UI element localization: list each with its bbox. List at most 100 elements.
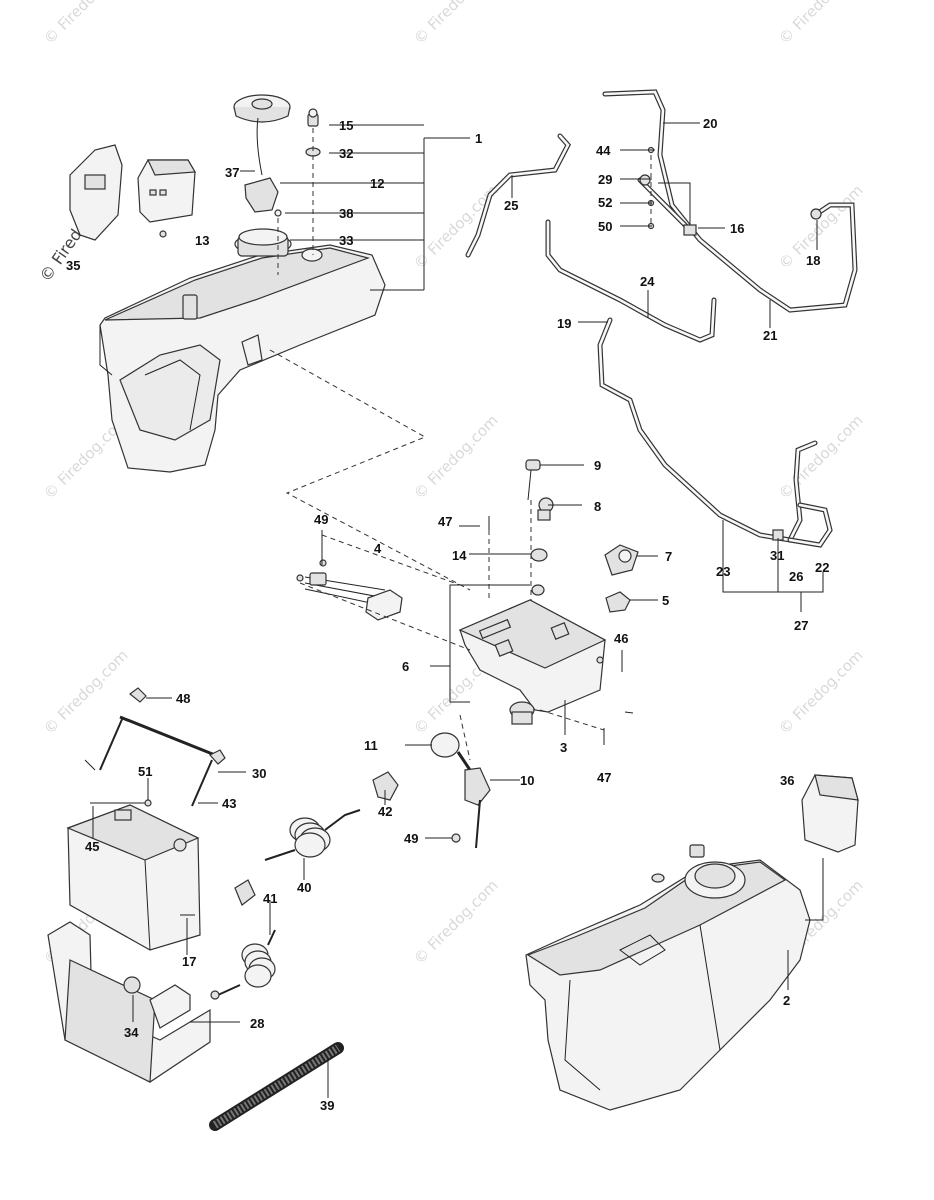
callout-43: 43 <box>222 796 236 811</box>
callout-11: 11 <box>364 738 378 753</box>
wire-loom <box>209 1042 344 1131</box>
callout-16: 16 <box>730 221 744 236</box>
callout-10: 10 <box>520 773 534 788</box>
throttle-lever <box>430 732 491 849</box>
callout-33: 33 <box>339 233 353 248</box>
callout-45: 45 <box>85 839 99 854</box>
callout-14: 14 <box>452 548 467 563</box>
callout-17: 17 <box>182 954 196 969</box>
callout-37: 37 <box>225 165 239 180</box>
callout-9: 9 <box>594 458 601 473</box>
callout-47b: 47 <box>597 770 611 785</box>
fuel-cap <box>233 94 291 123</box>
bushing <box>530 548 548 562</box>
callout-1: 1 <box>475 131 482 146</box>
wiring-harness <box>296 559 403 621</box>
watermark-text: © Firedog.com <box>40 0 132 48</box>
callout-23: 23 <box>716 564 730 579</box>
ignition-key <box>525 459 541 501</box>
bolts <box>488 516 634 745</box>
terminal-boot <box>372 771 399 801</box>
callout-39: 39 <box>320 1098 334 1113</box>
fuel-strainer <box>244 177 279 213</box>
callout-41: 41 <box>263 891 277 906</box>
callout-35: 35 <box>66 258 80 273</box>
callout-50: 50 <box>598 219 612 234</box>
callout-20: 20 <box>703 116 717 131</box>
callout-4: 4 <box>374 541 382 556</box>
callout-12: 12 <box>370 176 384 191</box>
callout-24: 24 <box>640 274 655 289</box>
hose-25 <box>465 133 572 258</box>
callout-21: 21 <box>763 328 777 343</box>
callout-8: 8 <box>594 499 601 514</box>
fuel-gauge <box>307 108 319 127</box>
battery-hold-down <box>84 687 226 807</box>
callout-51: 51 <box>138 764 152 779</box>
callout-46: 46 <box>614 631 628 646</box>
callout-26: 26 <box>789 569 803 584</box>
screw <box>159 230 167 238</box>
callout-49a: 49 <box>314 512 328 527</box>
control-plate <box>458 599 607 713</box>
callout-31: 31 <box>770 548 784 563</box>
charcoal-canister <box>137 159 197 223</box>
canister-bracket <box>69 144 123 241</box>
pto-switch <box>604 544 639 576</box>
fuel-tank-upper <box>99 228 386 473</box>
callout-36: 36 <box>780 773 794 788</box>
callout-13: 13 <box>195 233 209 248</box>
callout-44: 44 <box>596 143 611 158</box>
battery-tray <box>47 921 211 1083</box>
callout-34: 34 <box>124 1025 139 1040</box>
callout-49b: 49 <box>404 831 418 846</box>
battery-cable-negative <box>210 929 276 1000</box>
callout-6: 6 <box>402 659 409 674</box>
cap-tether <box>256 117 263 176</box>
callout-19: 19 <box>557 316 571 331</box>
callout-22: 22 <box>815 560 829 575</box>
callout-32: 32 <box>339 146 353 161</box>
callout-5: 5 <box>662 593 669 608</box>
callout-27: 27 <box>794 618 808 633</box>
callout-15: 15 <box>339 118 353 133</box>
battery-cable-positive <box>234 809 361 906</box>
watermark-text: © Firedog.com <box>410 876 502 968</box>
tank-canister <box>801 774 859 853</box>
callout-3: 3 <box>560 740 567 755</box>
hose-clamps <box>639 146 822 541</box>
callout-7: 7 <box>665 549 672 564</box>
watermark-text: © Firedog.com <box>775 0 867 48</box>
watermark-text: © Firedog.com <box>775 411 867 503</box>
watermark-text: © Firedog.com <box>40 646 132 738</box>
hose-24 <box>545 219 717 343</box>
callout-48: 48 <box>176 691 190 706</box>
nut <box>531 584 545 596</box>
callout-40: 40 <box>297 880 311 895</box>
callout-29: 29 <box>598 172 612 187</box>
clip <box>605 591 631 613</box>
callout-38: 38 <box>339 206 353 221</box>
callout-18: 18 <box>806 253 820 268</box>
battery <box>66 799 201 951</box>
callout-47a: 47 <box>438 514 452 529</box>
callout-42: 42 <box>378 804 392 819</box>
callout-30: 30 <box>252 766 266 781</box>
callout-bracket-1 <box>240 124 470 291</box>
callout-28: 28 <box>250 1016 264 1031</box>
callout-25: 25 <box>504 198 518 213</box>
plate-connector <box>509 701 535 725</box>
fuel-tank-lower <box>525 844 811 1111</box>
hose-20-21 <box>602 89 858 313</box>
watermark-text: © Firedog.com <box>410 411 502 503</box>
hose-19-23 <box>597 317 833 548</box>
callout-2: 2 <box>783 993 790 1008</box>
pin <box>274 209 282 217</box>
ignition-switch <box>537 497 554 521</box>
callout-labels: 1 2 3 4 5 6 7 8 9 10 11 12 13 14 15 16 1… <box>66 116 829 1113</box>
callout-52: 52 <box>598 195 612 210</box>
watermark-text: © Firedog.com <box>410 0 502 48</box>
watermark-text: © Firedog.com <box>775 646 867 738</box>
